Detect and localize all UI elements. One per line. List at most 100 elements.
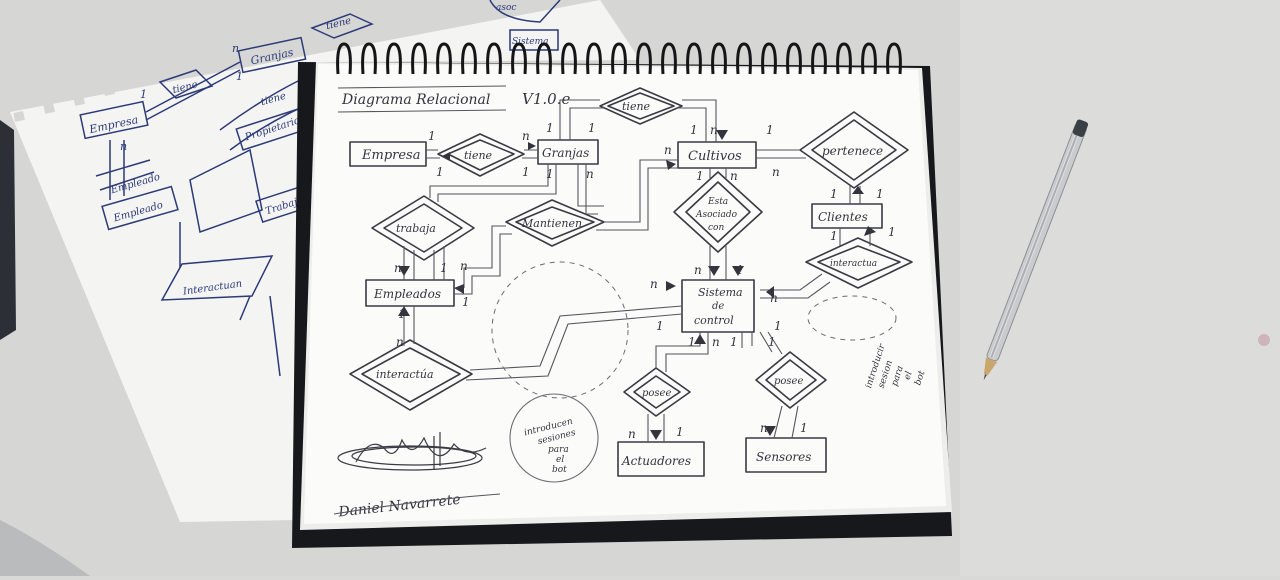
card-sistema-1: 1 xyxy=(736,263,744,277)
card-empresa-1: 1 xyxy=(428,129,436,143)
diamond-posee-right xyxy=(755,351,827,409)
diamond-tiene-mid xyxy=(437,133,525,177)
bg-card-nb: n xyxy=(120,140,127,153)
note-bubble-line4: el xyxy=(556,455,564,465)
card-clientes-1d: 1 xyxy=(888,225,896,239)
pen-tip xyxy=(983,357,998,376)
card-granjas-n2: n xyxy=(586,167,594,181)
diamond-tiene-top xyxy=(599,87,683,125)
label-esta-2: Asociado xyxy=(695,210,738,220)
card-empleados-1c: 1 xyxy=(398,307,406,321)
diamond-interactua-left xyxy=(349,339,473,411)
card-sistema-1f: 1 xyxy=(768,335,776,349)
card-empleados-n: n xyxy=(394,261,402,275)
card-sistema-1e: 1 xyxy=(730,335,738,349)
label-actuadores: Actuadores xyxy=(621,454,691,468)
label-esta-1: Esta xyxy=(707,197,728,207)
label-posee-right: posee xyxy=(774,376,803,387)
side-note-line4: el xyxy=(903,370,915,381)
entity-empresa xyxy=(349,141,427,167)
label-trabaja: trabaja xyxy=(396,222,436,235)
diamond-trabaja xyxy=(371,195,475,261)
label-mantienen: Mantienen xyxy=(521,217,582,230)
card-empleados-1b: 1 xyxy=(462,295,470,309)
background-paper xyxy=(10,0,640,522)
card-empleados-n2: n xyxy=(396,335,404,349)
card-granjas-1: 1 xyxy=(546,121,554,135)
card-sistema-1c: 1 xyxy=(774,319,782,333)
desk-light-area xyxy=(960,0,1280,576)
cable-shadow xyxy=(0,520,90,576)
desk-mark xyxy=(1258,334,1270,346)
pen-cap xyxy=(1072,119,1089,137)
bg-card-na: n xyxy=(232,42,239,55)
entity-sensores xyxy=(745,437,827,473)
card-granjas-1b: 1 xyxy=(522,165,530,179)
card-cultivos-n: n xyxy=(710,123,718,137)
relationship-diamonds xyxy=(349,87,913,417)
note-bubble-line3: para xyxy=(548,445,569,455)
card-sistema-1d: 1 xyxy=(688,335,696,349)
label-esta-3: con xyxy=(708,223,724,233)
note-bubble-line5: bot xyxy=(552,465,567,475)
signature-underline xyxy=(333,493,501,515)
card-cultivos-1: 1 xyxy=(690,123,698,137)
card-actuadores-n: n xyxy=(628,427,636,441)
cardinality-labels: 1 n 1 1 1 1 1 n 1 n n 1 n 1 1 1 1 1 n n … xyxy=(394,121,896,441)
dashed-circle-right xyxy=(807,295,897,341)
label-tiene-mid: tiene xyxy=(464,149,493,162)
card-clientes-1: 1 xyxy=(876,187,884,201)
bg-label-sistema: Sistema xyxy=(512,37,549,47)
diagram-title: Diagrama Relacional xyxy=(341,92,490,108)
label-sistema-3: control xyxy=(694,314,734,327)
entity-actuadores xyxy=(617,441,705,477)
notebook-page xyxy=(304,64,946,524)
spiral-binding xyxy=(336,42,902,75)
diamond-esta-asociado xyxy=(673,171,763,253)
card-granjas-1c: 1 xyxy=(588,121,596,135)
title-frame xyxy=(337,85,507,113)
card-cultivos-1b: 1 xyxy=(766,123,774,137)
card-esta-1: 1 xyxy=(696,169,704,183)
card-sistema-n4: n xyxy=(712,335,720,349)
label-granjas: Granjas xyxy=(542,146,589,160)
card-sensores-n: n xyxy=(760,421,768,435)
background-sheet: Empresa Granjas tiene tiene tiene Propie… xyxy=(10,0,640,522)
notebook xyxy=(292,42,952,548)
label-clientes: Clientes xyxy=(818,210,868,224)
card-mantienen-n: n xyxy=(460,259,468,273)
card-granjas-1d: 1 xyxy=(546,167,554,181)
card-actuadores-1: 1 xyxy=(676,425,684,439)
card-empresa-1b: 1 xyxy=(436,165,444,179)
card-empleados-1: 1 xyxy=(440,261,448,275)
entity-cultivos xyxy=(677,141,757,169)
card-cultivos-n3: n xyxy=(772,165,780,179)
label-sensores: Sensores xyxy=(756,450,811,464)
entity-granjas xyxy=(537,139,599,165)
card-clientes-1b: 1 xyxy=(830,187,838,201)
label-sistema-1: Sistema xyxy=(698,286,743,299)
label-interactua-right: interactua xyxy=(830,259,877,269)
bg-label-asoc: asoc xyxy=(496,3,516,13)
card-sistema-n: n xyxy=(694,263,702,277)
card-sensores-1: 1 xyxy=(800,421,808,435)
card-sistema-1b: 1 xyxy=(656,319,664,333)
card-granjas-n: n xyxy=(522,129,530,143)
diamond-interactua-right xyxy=(805,237,913,289)
card-sistema-n2: n xyxy=(650,277,658,291)
arrowheads xyxy=(398,130,876,440)
label-pertenece: pertenece xyxy=(822,144,883,158)
card-cultivos-n2: n xyxy=(664,143,672,157)
card-clientes-1c: 1 xyxy=(830,229,838,243)
device-edge xyxy=(0,120,16,340)
label-sistema-2: de xyxy=(712,301,724,312)
diamond-posee-left xyxy=(623,367,691,417)
scribble-mark xyxy=(337,432,487,471)
card-sistema-n3: n xyxy=(770,291,778,305)
pen xyxy=(983,119,1089,381)
label-empleados: Empleados xyxy=(373,287,441,301)
entity-empleados xyxy=(365,279,455,307)
side-note-line5: bot xyxy=(913,369,927,387)
